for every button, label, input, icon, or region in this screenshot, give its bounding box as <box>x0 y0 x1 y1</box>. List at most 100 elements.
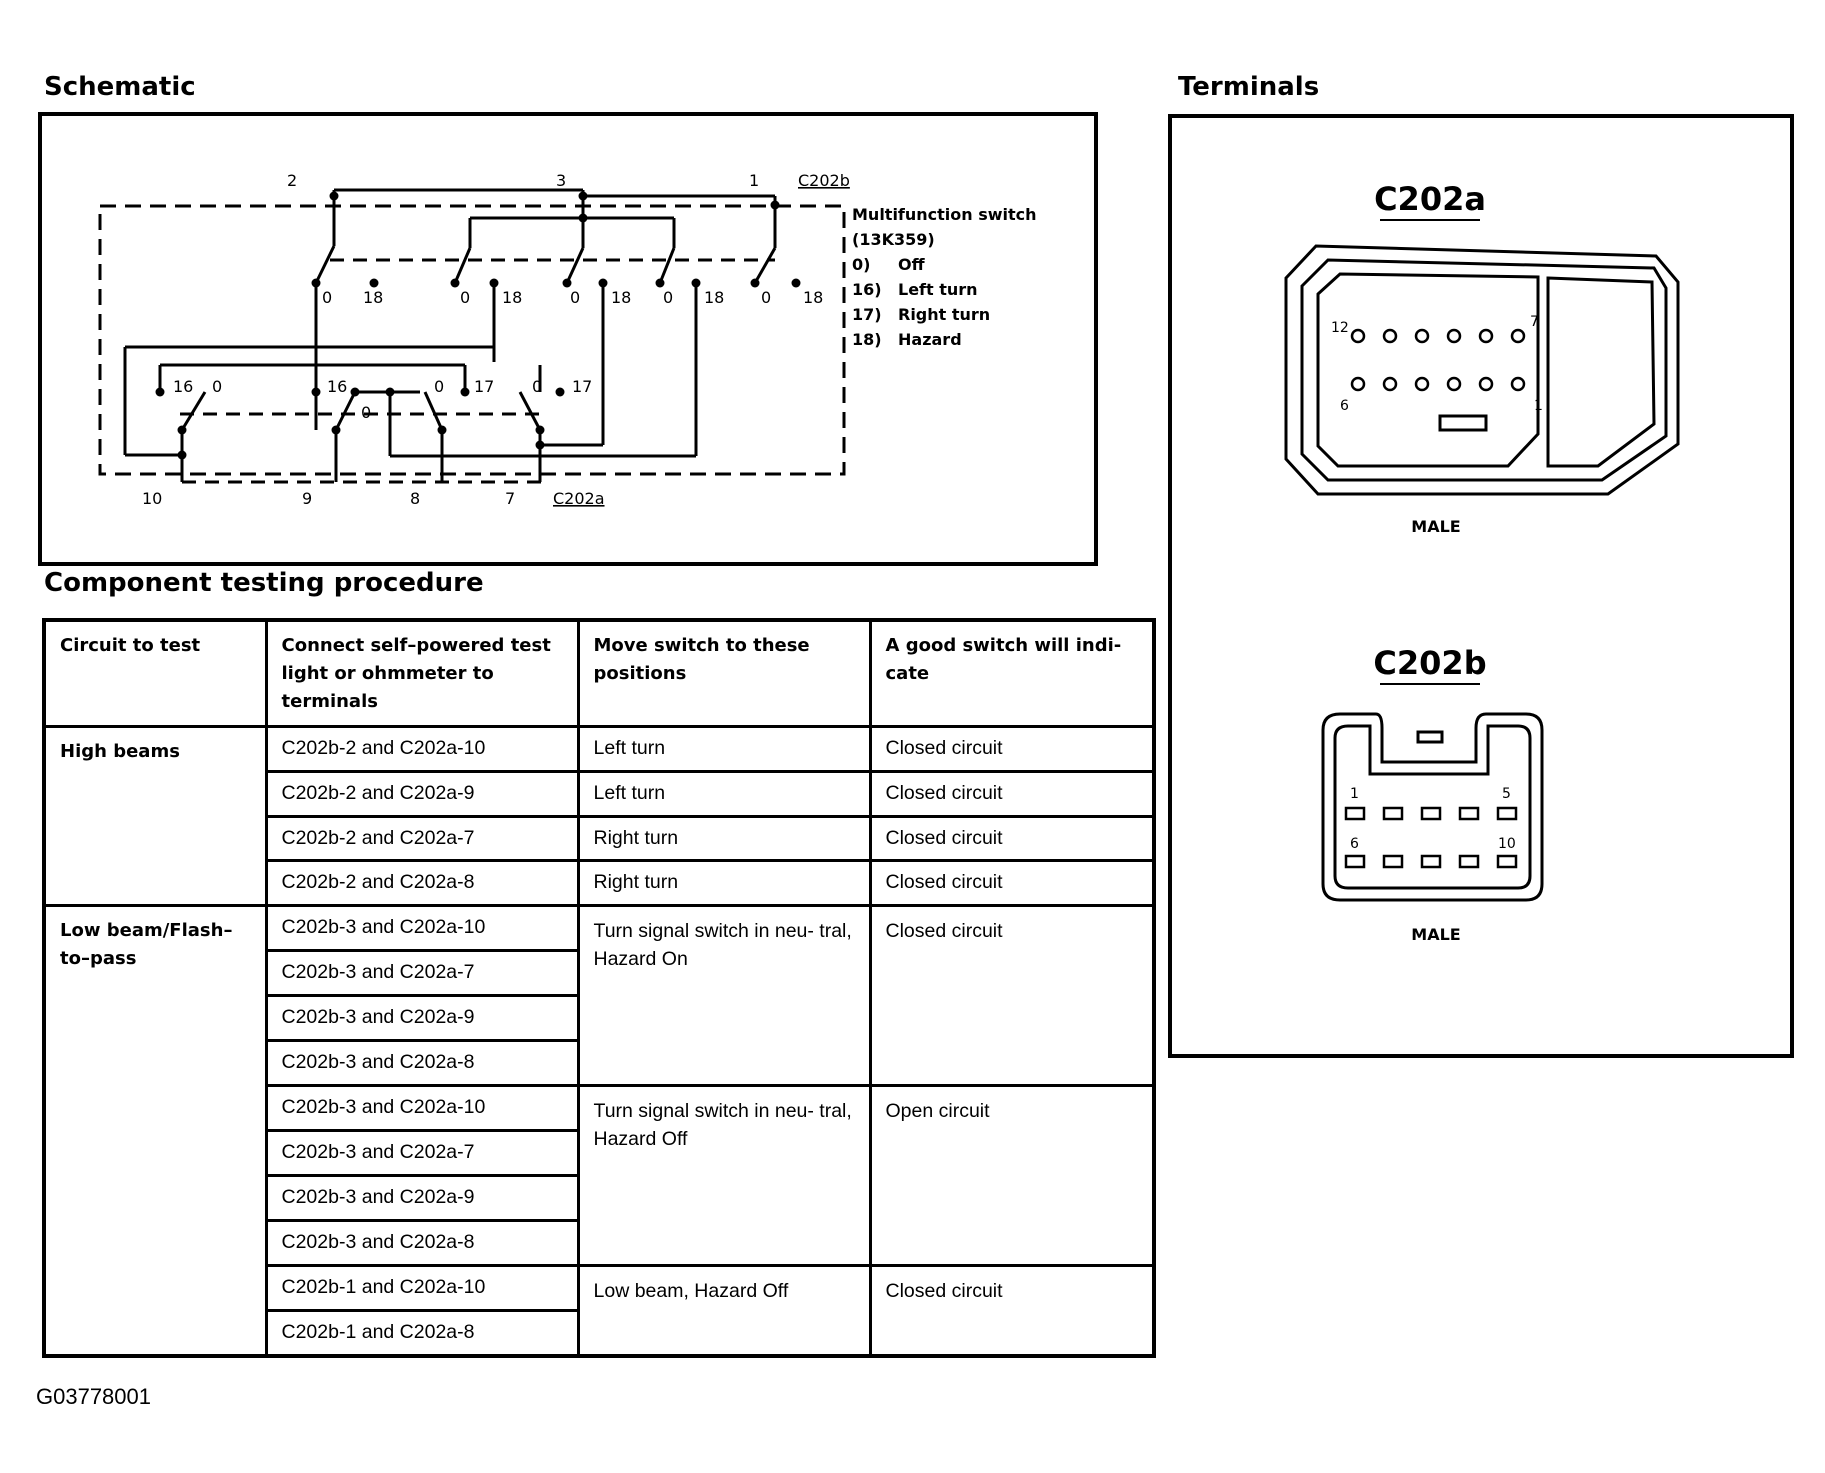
position-cell: Right turn <box>576 859 872 908</box>
connector-c202b-shape <box>1321 712 1544 902</box>
result-cell: Closed circuit <box>868 904 1156 1088</box>
terminals-cell: C202b-2 and C202a-7 <box>264 814 580 863</box>
table-row: C202b-3 and C202a-10 Turn signal switch … <box>44 1084 1156 1268</box>
table-header-row: Circuit to test Connect self–powered tes… <box>42 618 1156 728</box>
position-cell: Low beam, Hazard Off <box>576 1264 872 1358</box>
pin-label: 2 <box>287 171 297 190</box>
result-cell: Closed circuit <box>868 859 1156 908</box>
column-header: Connect self–powered test light or ohmme… <box>264 618 580 728</box>
circuit-cell: Low beam/Flash–to–pass <box>42 904 268 1358</box>
terminals-diagram: C202a 12 7 6 1 MALE C202b 1 5 6 10 M <box>1284 180 1680 944</box>
contact-label: 0 <box>434 377 444 396</box>
pin-label: 9 <box>302 489 312 508</box>
position-cell: Turn signal switch in neu- tral, Hazard … <box>576 904 872 1088</box>
pin-label: 7 <box>1530 314 1539 330</box>
terminals-heading: Terminals <box>1178 72 1320 102</box>
terminals-cell: C202b-3 and C202a-10 <box>264 1084 580 1133</box>
table-row: C202b-3 and C202a-7 <box>44 1129 1154 1178</box>
table-row: C202b-1 and C202a-8 <box>44 1309 1154 1358</box>
pin-label: 3 <box>556 171 566 190</box>
contact-label: 18 <box>803 288 823 307</box>
result-cell: Closed circuit <box>868 814 1156 863</box>
legend-title: Multifunction switch <box>852 205 1037 224</box>
contact-label: 17 <box>474 377 494 396</box>
contact-label: 18 <box>704 288 724 307</box>
table-row: C202b-2 and C202a-9 Left turn Closed cir… <box>44 769 1156 818</box>
terminals-cell: C202b-3 and C202a-9 <box>264 994 580 1043</box>
position-cell: Left turn <box>576 769 872 818</box>
figure-id: G03778001 <box>36 1384 151 1409</box>
legend-meaning: Hazard <box>898 330 962 349</box>
contact-label: 0 <box>761 288 771 307</box>
contact-label: 0 <box>460 288 470 307</box>
legend-meaning: Right turn <box>898 305 990 324</box>
terminals-cell: C202b-2 and C202a-9 <box>264 769 580 818</box>
contact-label: 18 <box>363 288 383 307</box>
legend-code: 18) <box>852 330 882 349</box>
table-row: C202b-3 and C202a-9 <box>44 1174 1154 1223</box>
terminals-cell: C202b-3 and C202a-8 <box>264 1219 580 1268</box>
pin-label: 8 <box>410 489 420 508</box>
contact-label: 0 <box>361 403 371 422</box>
pin-label: 5 <box>1502 786 1511 802</box>
result-cell: Closed circuit <box>868 724 1156 773</box>
schematic-heading: Schematic <box>44 72 196 102</box>
result-cell: Open circuit <box>868 1084 1156 1268</box>
terminals-cell: C202b-3 and C202a-8 <box>264 1039 580 1088</box>
contact-label: 0 <box>212 377 222 396</box>
contact-label: 17 <box>572 377 592 396</box>
table-row: Low beam/Flash–to–pass C202b-3 and C202a… <box>42 904 1156 1358</box>
terminals-cell: C202b-2 and C202a-8 <box>264 859 580 908</box>
position-cell: Right turn <box>576 814 872 863</box>
switch-housing-outline <box>98 204 846 476</box>
contact-label: 16 <box>173 377 193 396</box>
column-header: Move switch to these positions <box>576 618 872 728</box>
pin-label: 10 <box>1498 836 1516 852</box>
connector-gender-c202b: MALE <box>1411 925 1460 944</box>
terminals-cell: C202b-3 and C202a-10 <box>264 904 580 953</box>
table-row: C202b-2 and C202a-8 Right turn Closed ci… <box>44 859 1156 908</box>
result-cell: Closed circuit <box>868 769 1156 818</box>
position-cell: Left turn <box>576 724 872 773</box>
result-cell: Closed circuit <box>868 1264 1156 1358</box>
pin-label: 12 <box>1331 320 1349 336</box>
column-header: Circuit to test <box>42 618 268 728</box>
pin-label: 7 <box>505 489 515 508</box>
contact-label: 0 <box>570 288 580 307</box>
terminals-cell: C202b-1 and C202a-8 <box>264 1309 580 1358</box>
connector-title-c202a: C202a <box>1374 180 1486 218</box>
connector-label-c202a: C202a <box>553 489 605 508</box>
schematic-diagram: 2 3 1 C202b 10 9 8 7 C202a 0 18 0 18 0 1… <box>98 171 1037 508</box>
table-row: C202b-3 and C202a-7 <box>44 949 1154 998</box>
legend-meaning: Off <box>898 255 926 274</box>
table-row: C202b-3 and C202a-8 <box>44 1219 1154 1268</box>
contact-label: 0 <box>322 288 332 307</box>
circuit-cell: High beams <box>42 724 268 908</box>
pin-label: 6 <box>1350 836 1359 852</box>
connector-title-c202b: C202b <box>1373 644 1486 682</box>
terminals-cell: C202b-3 and C202a-7 <box>264 1129 580 1178</box>
pin-label: 10 <box>142 489 162 508</box>
legend-part-number: (13K359) <box>852 230 935 249</box>
contact-label: 18 <box>611 288 631 307</box>
contact-label: 18 <box>502 288 522 307</box>
position-cell: Turn signal switch in neu- tral, Hazard … <box>576 1084 872 1268</box>
legend-code: 16) <box>852 280 882 299</box>
table-row: C202b-2 and C202a-7 Right turn Closed ci… <box>44 814 1156 863</box>
contact-label: 0 <box>532 377 542 396</box>
pin-label: 1 <box>1534 398 1543 414</box>
terminals-cell: C202b-3 and C202a-9 <box>264 1174 580 1223</box>
terminals-cell: C202b-3 and C202a-7 <box>264 949 580 998</box>
terminals-cell: C202b-2 and C202a-10 <box>264 724 580 773</box>
pin-label: 6 <box>1340 398 1349 414</box>
column-header: A good switch will indi- cate <box>868 618 1156 728</box>
procedure-table: Circuit to test Connect self–powered tes… <box>42 618 1156 1358</box>
legend-code: 17) <box>852 305 882 324</box>
table-row: C202b-1 and C202a-10 Low beam, Hazard Of… <box>44 1264 1156 1358</box>
terminals-panel <box>1168 114 1794 1058</box>
legend-code: 0) <box>852 255 870 274</box>
pin-label: 1 <box>749 171 759 190</box>
schematic-panel <box>38 112 1098 566</box>
table-row: C202b-3 and C202a-9 <box>44 994 1154 1043</box>
contact-label: 0 <box>663 288 673 307</box>
